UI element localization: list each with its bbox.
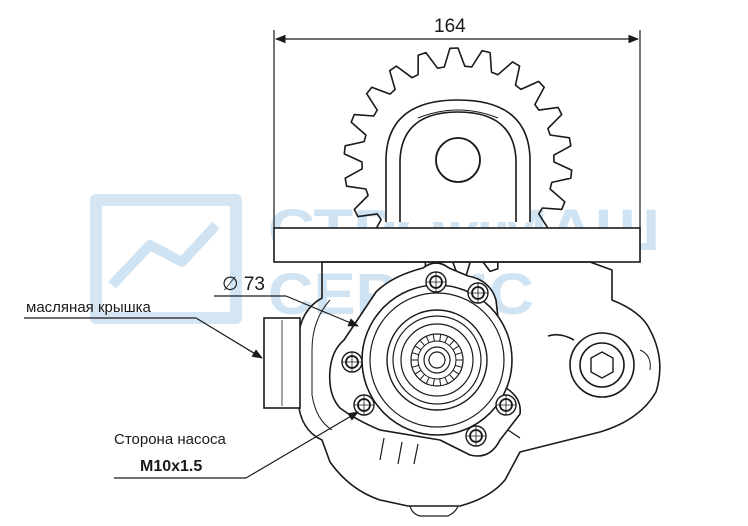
spline-tooth bbox=[449, 374, 455, 380]
spline-tooth bbox=[452, 369, 460, 375]
spline-tooth bbox=[449, 340, 455, 346]
bolt bbox=[495, 394, 517, 416]
diameter-leader bbox=[214, 295, 359, 327]
width-dimension bbox=[273, 30, 641, 262]
bolt bbox=[341, 351, 363, 373]
gear-bracket bbox=[385, 99, 531, 222]
right-boss bbox=[547, 332, 651, 398]
bolt bbox=[425, 271, 447, 293]
spline-tooth bbox=[432, 334, 435, 342]
width-dimension-label: 164 bbox=[434, 16, 466, 37]
oil-cover-leader bbox=[24, 317, 263, 359]
bolt bbox=[467, 282, 489, 304]
shaft-spline bbox=[411, 334, 463, 386]
spline-tooth bbox=[414, 345, 422, 351]
bolt bbox=[465, 425, 487, 447]
spline-tooth bbox=[425, 336, 430, 343]
spline-tooth bbox=[414, 369, 422, 375]
pump-housing bbox=[297, 261, 661, 517]
mounting-flange bbox=[273, 227, 641, 263]
spline-tooth bbox=[419, 340, 425, 346]
section-marks bbox=[379, 429, 521, 465]
thread-label: M10x1.5 bbox=[140, 458, 202, 475]
oil-cover-part bbox=[263, 317, 301, 409]
spline-tooth bbox=[419, 374, 425, 380]
spline-tooth bbox=[439, 378, 442, 386]
spline-tooth bbox=[425, 377, 430, 384]
spline-tooth bbox=[411, 352, 419, 356]
spline-tooth bbox=[455, 364, 463, 368]
watermark-logo bbox=[90, 194, 242, 324]
spline-tooth bbox=[455, 352, 463, 356]
pump-side-leader bbox=[114, 411, 359, 479]
pump-face bbox=[361, 284, 513, 436]
spline-tooth bbox=[439, 334, 442, 342]
oil-cover-label: масляная крышка bbox=[26, 299, 152, 316]
spline-tooth bbox=[444, 336, 449, 343]
flange-bolts bbox=[341, 271, 517, 447]
spline-tooth bbox=[411, 364, 419, 368]
spline-tooth bbox=[444, 377, 449, 384]
diameter-label: ∅ 73 bbox=[222, 274, 265, 295]
pump-side-label: Сторона насоса bbox=[114, 431, 226, 448]
bolt bbox=[353, 394, 375, 416]
spline-tooth bbox=[432, 378, 435, 386]
spline-tooth bbox=[452, 345, 460, 351]
